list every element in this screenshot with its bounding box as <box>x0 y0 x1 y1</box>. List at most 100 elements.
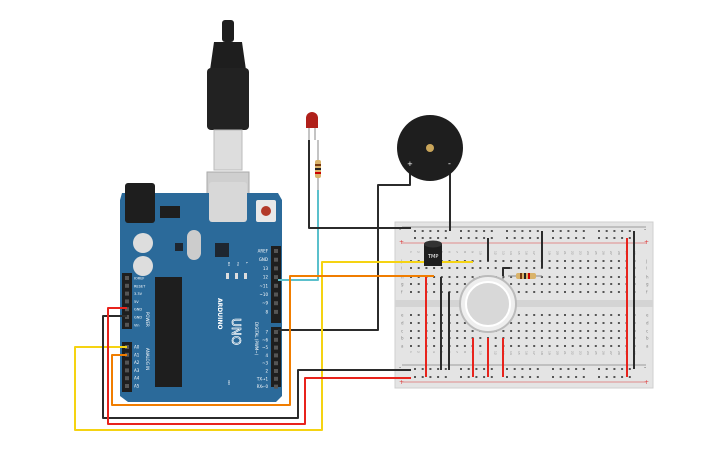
breadboard-hole[interactable] <box>433 291 436 293</box>
rail-hole[interactable] <box>483 368 486 370</box>
breadboard-hole[interactable] <box>433 322 436 324</box>
rail-hole[interactable] <box>483 376 486 378</box>
rail-hole[interactable] <box>628 230 631 232</box>
breadboard-hole[interactable] <box>425 267 428 269</box>
breadboard-hole[interactable] <box>417 345 420 347</box>
breadboard-hole[interactable] <box>502 276 505 278</box>
rail-hole[interactable] <box>598 368 600 370</box>
rail-hole[interactable] <box>513 368 516 370</box>
rail-hole[interactable] <box>429 230 432 232</box>
breadboard-hole[interactable] <box>417 283 420 285</box>
breadboard-hole[interactable] <box>494 337 497 339</box>
rail-hole[interactable] <box>613 230 616 232</box>
breadboard-hole[interactable] <box>463 337 466 339</box>
rail-hole[interactable] <box>605 230 608 232</box>
rail-hole[interactable] <box>421 230 424 232</box>
breadboard-hole[interactable] <box>548 322 551 324</box>
breadboard-hole[interactable] <box>564 283 566 285</box>
breadboard-hole[interactable] <box>587 322 590 324</box>
digital-pin[interactable] <box>274 361 278 366</box>
breadboard-hole[interactable] <box>410 291 412 293</box>
breadboard-hole[interactable] <box>587 267 590 269</box>
breadboard-hole[interactable] <box>564 291 566 293</box>
breadboard-hole[interactable] <box>587 330 590 332</box>
breadboard-hole[interactable] <box>610 260 613 262</box>
breadboard-hole[interactable] <box>410 330 412 332</box>
breadboard-hole[interactable] <box>456 267 459 269</box>
breadboard-hole[interactable] <box>579 314 582 316</box>
breadboard-hole[interactable] <box>517 267 520 269</box>
rail-hole[interactable] <box>475 230 478 232</box>
breadboard-hole[interactable] <box>548 291 551 293</box>
breadboard-hole[interactable] <box>517 283 520 285</box>
digital-pin[interactable] <box>274 309 278 314</box>
breadboard-hole[interactable] <box>517 314 520 316</box>
rail-hole[interactable] <box>582 368 585 370</box>
rail-hole[interactable] <box>483 237 486 239</box>
rail-hole[interactable] <box>582 230 585 232</box>
breadboard-hole[interactable] <box>610 345 613 347</box>
rail-hole[interactable] <box>567 368 570 370</box>
breadboard-hole[interactable] <box>417 314 420 316</box>
rail-hole[interactable] <box>437 368 440 370</box>
rail-hole[interactable] <box>414 237 416 239</box>
breadboard-hole[interactable] <box>456 276 459 278</box>
digital-pin[interactable] <box>274 384 278 389</box>
breadboard-hole[interactable] <box>456 314 459 316</box>
breadboard-hole[interactable] <box>456 291 459 293</box>
yellow-wire[interactable] <box>74 261 473 431</box>
breadboard-hole[interactable] <box>433 276 436 278</box>
digital-pin[interactable] <box>274 330 278 334</box>
rail-hole[interactable] <box>506 237 508 239</box>
breadboard-hole[interactable] <box>463 276 466 278</box>
breadboard-hole[interactable] <box>579 345 582 347</box>
digital-pin[interactable] <box>274 275 278 280</box>
breadboard-hole[interactable] <box>494 260 497 262</box>
rail-hole[interactable] <box>506 230 508 232</box>
rail-hole[interactable] <box>628 376 631 378</box>
breadboard-hole[interactable] <box>417 267 420 269</box>
breadboard-hole[interactable] <box>610 267 613 269</box>
led-resistor[interactable] <box>315 140 321 190</box>
gas-sensor[interactable] <box>459 275 517 333</box>
power-pin[interactable] <box>125 299 129 304</box>
breadboard-hole[interactable] <box>617 260 620 262</box>
rail-hole[interactable] <box>421 376 424 378</box>
rail-hole[interactable] <box>567 237 570 239</box>
breadboard-hole[interactable] <box>548 337 551 339</box>
breadboard-hole[interactable] <box>617 322 620 324</box>
breadboard-hole[interactable] <box>517 291 520 293</box>
breadboard-hole[interactable] <box>610 337 613 339</box>
rail-hole[interactable] <box>414 230 416 232</box>
breadboard-hole[interactable] <box>579 337 582 339</box>
rail-hole[interactable] <box>467 376 470 378</box>
breadboard-hole[interactable] <box>525 337 528 339</box>
breadboard-hole[interactable] <box>410 337 412 339</box>
breadboard-hole[interactable] <box>533 314 536 316</box>
rail-hole[interactable] <box>467 230 470 232</box>
breadboard-hole[interactable] <box>533 337 536 339</box>
breadboard-hole[interactable] <box>564 260 566 262</box>
breadboard-hole[interactable] <box>564 337 566 339</box>
rail-hole[interactable] <box>536 237 539 239</box>
breadboard-hole[interactable] <box>517 322 520 324</box>
breadboard-hole[interactable] <box>433 314 436 316</box>
breadboard-hole[interactable] <box>571 337 574 339</box>
breadboard-hole[interactable] <box>556 330 559 332</box>
breadboard-hole[interactable] <box>525 322 528 324</box>
rail-hole[interactable] <box>483 230 486 232</box>
breadboard-hole[interactable] <box>494 345 497 347</box>
rail-hole[interactable] <box>444 376 447 378</box>
breadboard-hole[interactable] <box>571 276 574 278</box>
rail-hole[interactable] <box>475 376 478 378</box>
tmp-temperature-sensor[interactable]: TMP <box>424 240 442 267</box>
rail-hole[interactable] <box>567 376 570 378</box>
analog-pin[interactable] <box>125 384 129 388</box>
rail-hole[interactable] <box>521 230 524 232</box>
rail-hole[interactable] <box>628 368 631 370</box>
breadboard-hole[interactable] <box>602 345 605 347</box>
gas-mid-wire[interactable] <box>502 267 510 276</box>
breadboard-hole[interactable] <box>564 345 566 347</box>
breadboard-hole[interactable] <box>517 260 520 262</box>
breadboard-hole[interactable] <box>564 314 566 316</box>
